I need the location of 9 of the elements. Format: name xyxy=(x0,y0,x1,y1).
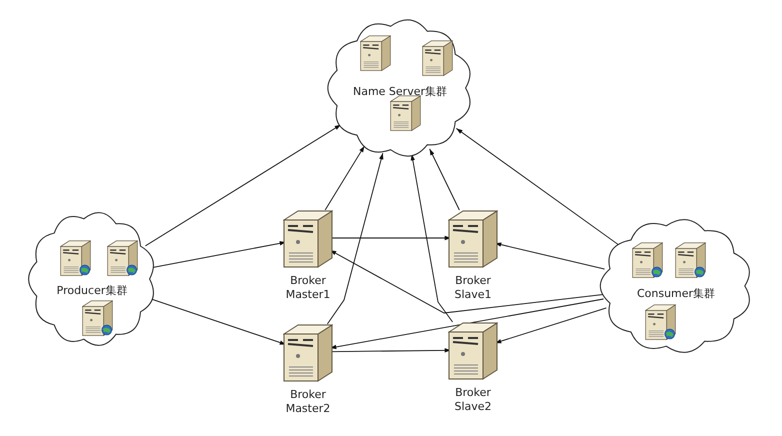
arrow xyxy=(324,146,365,210)
arrow xyxy=(429,148,460,210)
arrow xyxy=(326,152,384,324)
cloud-label: Consumer集群 xyxy=(636,286,716,301)
arrow xyxy=(410,154,454,322)
cloud-label: Name Server集群 xyxy=(352,84,448,99)
cloud-label: Producer集群 xyxy=(56,283,128,298)
arrow xyxy=(456,128,620,246)
arrow xyxy=(144,124,342,246)
